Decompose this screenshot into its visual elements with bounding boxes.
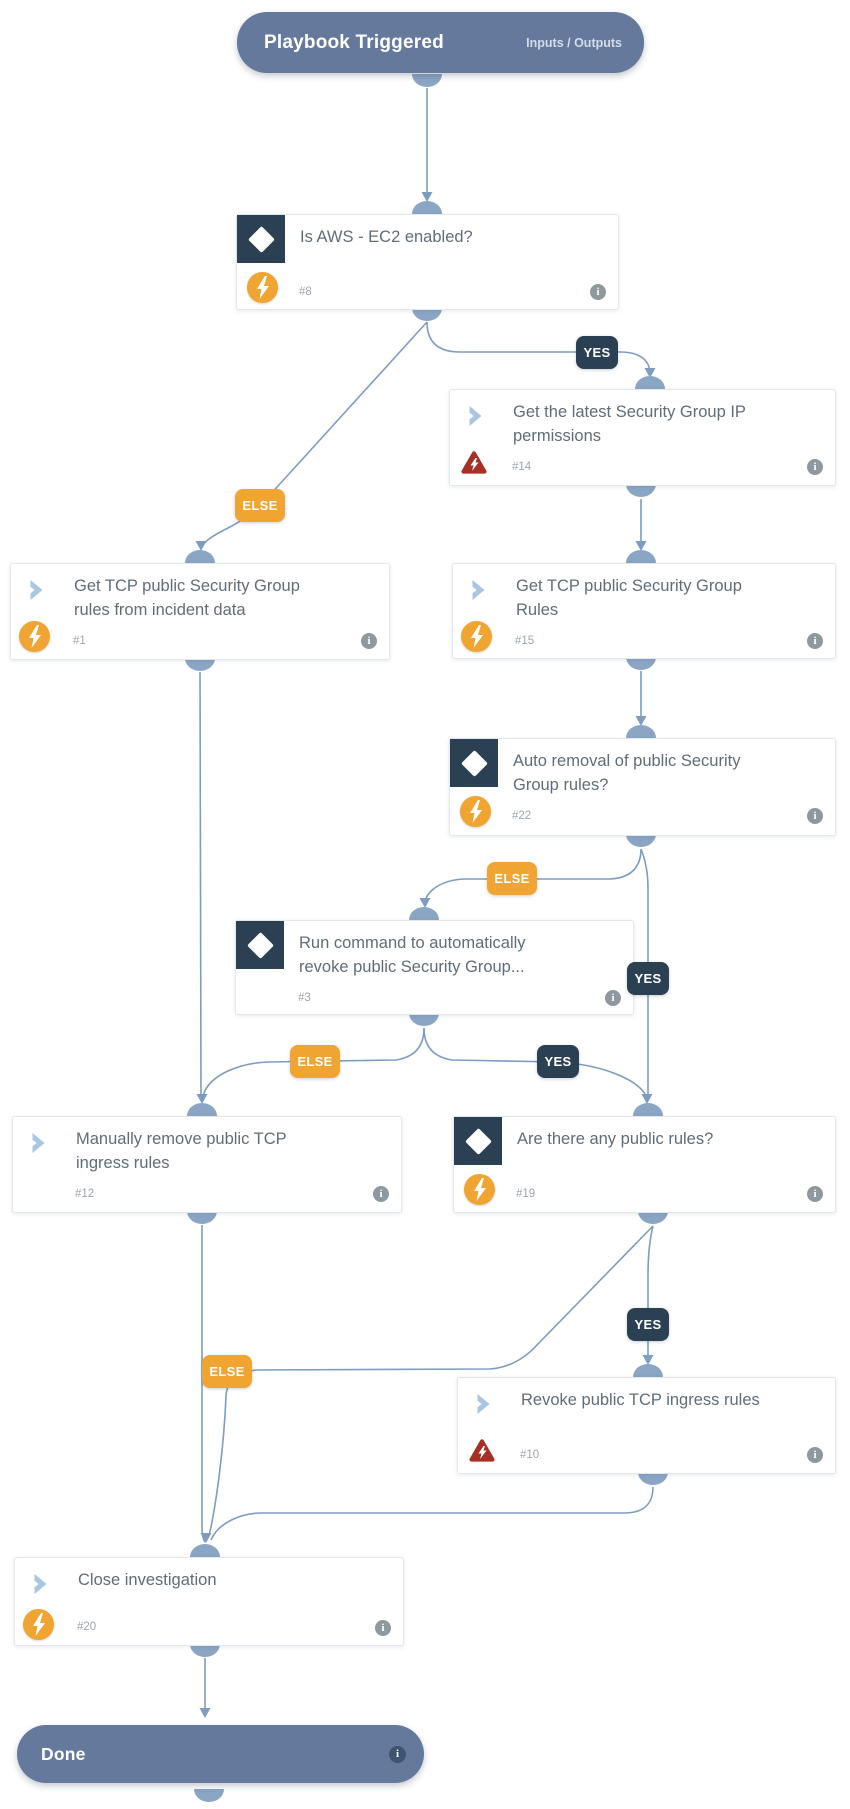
lightning-icon (19, 621, 50, 652)
task-card-10[interactable]: Revoke public TCP ingress rules #10 i (457, 1377, 836, 1474)
task-title-line2: permissions (513, 426, 602, 445)
info-icon[interactable]: i (375, 1620, 391, 1636)
info-icon[interactable]: i (605, 990, 621, 1006)
lightning-icon (461, 621, 492, 652)
lightning-icon (23, 1609, 54, 1640)
task-number: #20 (77, 1621, 97, 1633)
task-title-line2: ingress rules (76, 1153, 170, 1172)
info-icon[interactable]: i (807, 1447, 823, 1463)
condition-diamond-icon (237, 215, 285, 263)
condition-diamond-icon (236, 921, 284, 969)
task-number: #3 (298, 992, 311, 1004)
task-number: #15 (515, 635, 535, 647)
condition-card-8[interactable]: Is AWS - EC2 enabled? #8 i (236, 214, 619, 310)
task-title-line2: Rules (516, 600, 559, 619)
task-title-line2: Group rules? (513, 775, 609, 794)
task-card-15[interactable]: Get TCP public Security Group Rules #15 … (452, 563, 836, 659)
info-icon[interactable]: i (373, 1186, 389, 1202)
info-icon[interactable]: i (590, 284, 606, 300)
task-chevron-icon (476, 1394, 491, 1419)
condition-card-22[interactable]: Auto removal of public Security Group ru… (449, 738, 836, 836)
task-title: Manually remove public TCP (76, 1130, 287, 1148)
condition-diamond-icon (450, 739, 498, 787)
info-icon[interactable]: i (807, 633, 823, 649)
branch-label-else: ELSE (290, 1045, 340, 1078)
task-card-20[interactable]: Close investigation #20 i (14, 1557, 404, 1646)
task-title: Close investigation (78, 1571, 217, 1589)
info-icon[interactable]: i (361, 633, 377, 649)
lightning-icon (464, 1174, 495, 1205)
error-triangle-icon (468, 1438, 496, 1468)
condition-diamond-icon (454, 1117, 502, 1165)
task-chevron-icon (29, 580, 44, 605)
task-title: Run command to automatically (299, 934, 526, 952)
task-title: Is AWS - EC2 enabled? (300, 228, 473, 246)
task-card-1[interactable]: Get TCP public Security Group rules from… (10, 563, 390, 660)
task-chevron-icon (33, 1574, 48, 1599)
branch-label-else: ELSE (487, 862, 537, 895)
task-title-line2: rules from incident data (74, 600, 246, 619)
info-icon[interactable]: i (389, 1745, 406, 1763)
task-title: Get TCP public Security Group (516, 577, 742, 595)
task-chevron-icon (31, 1133, 46, 1158)
task-number: #8 (299, 286, 312, 298)
playbook-trigger-node[interactable]: Playbook Triggered Inputs / Outputs (237, 12, 644, 73)
inputs-outputs-button[interactable]: Inputs / Outputs (526, 35, 622, 50)
task-title: Auto removal of public Security (513, 752, 741, 770)
task-number: #14 (512, 461, 532, 473)
branch-label-else: ELSE (202, 1355, 252, 1388)
task-title: Get TCP public Security Group (74, 577, 300, 595)
info-icon[interactable]: i (807, 459, 823, 475)
lightning-icon (460, 796, 491, 827)
task-title: Are there any public rules? (517, 1130, 714, 1148)
task-title-line2: revoke public Security Group... (299, 957, 525, 976)
done-label: Done (41, 1743, 86, 1764)
branch-label-else: ELSE (235, 489, 285, 522)
branch-label-yes: YES (537, 1045, 579, 1078)
done-node[interactable]: Done i (17, 1725, 424, 1783)
branch-label-yes: YES (627, 1308, 669, 1341)
task-card-12[interactable]: Manually remove public TCP ingress rules… (12, 1116, 402, 1213)
task-number: #1 (73, 635, 86, 647)
task-chevron-icon (471, 580, 486, 605)
condition-card-19[interactable]: Are there any public rules? #19 i (453, 1116, 836, 1213)
playbook-trigger-title: Playbook Triggered (264, 31, 444, 53)
branch-label-yes: YES (576, 336, 618, 369)
info-icon[interactable]: i (807, 1186, 823, 1202)
branch-label-yes: YES (627, 962, 669, 995)
info-icon[interactable]: i (807, 808, 823, 824)
lightning-icon (247, 272, 278, 303)
task-chevron-icon (468, 406, 483, 431)
task-number: #19 (516, 1188, 536, 1200)
task-number: #12 (75, 1188, 95, 1200)
error-triangle-icon (460, 450, 488, 480)
task-number: #22 (512, 810, 532, 822)
condition-card-3[interactable]: Run command to automatically revoke publ… (235, 920, 634, 1015)
task-title: Get the latest Security Group IP (513, 403, 746, 421)
task-title: Revoke public TCP ingress rules (521, 1391, 760, 1409)
task-card-14[interactable]: Get the latest Security Group IP permiss… (449, 389, 836, 486)
task-number: #10 (520, 1449, 540, 1461)
